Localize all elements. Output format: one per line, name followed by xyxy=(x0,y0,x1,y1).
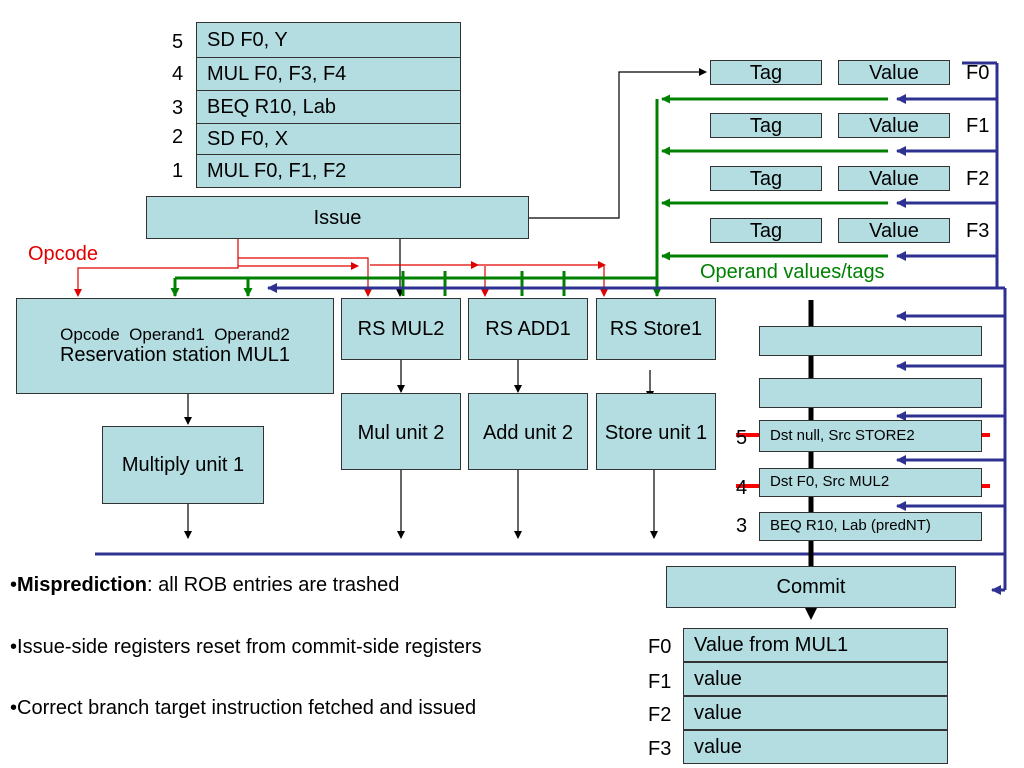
queue-entry: BEQ R10, Lab xyxy=(196,90,461,124)
queue-entry: MUL F0, F3, F4 xyxy=(196,57,461,91)
rob-entry: Dst F0, Src MUL2 xyxy=(759,468,982,497)
queue-entry: SD F0, X xyxy=(196,123,461,155)
opcode-lines xyxy=(74,238,608,297)
queue-num: 4 xyxy=(172,63,184,85)
commit-reg-name: F3 xyxy=(648,738,672,760)
rob-num: 5 xyxy=(736,427,748,449)
multiply-unit-1: Multiply unit 1 xyxy=(102,426,264,504)
queue-num: 3 xyxy=(172,97,184,119)
queue-num: 5 xyxy=(172,31,184,53)
commit-reg-value: value xyxy=(683,730,948,764)
register-name: F3 xyxy=(966,220,990,242)
operand-bus xyxy=(170,94,888,297)
commit-arrow xyxy=(805,608,817,620)
queue-entry: MUL F0, F1, F2 xyxy=(196,154,461,188)
tag-cell: Tag xyxy=(710,218,822,243)
commit-reg-name: F2 xyxy=(648,704,672,726)
rob-entry xyxy=(759,378,982,408)
bullet-reset: •Issue-side registers reset from commit-… xyxy=(10,636,482,658)
rs-store1: RS Store1 xyxy=(596,298,716,360)
result-bus xyxy=(95,61,1007,595)
commit-unit: Commit xyxy=(666,566,956,608)
rob-entry xyxy=(759,326,982,356)
value-cell: Value xyxy=(838,218,950,243)
register-name: F2 xyxy=(966,168,990,190)
commit-reg-name: F0 xyxy=(648,636,672,658)
value-cell: Value xyxy=(838,60,950,85)
bullet-text: : all ROB entries are trashed xyxy=(147,574,400,596)
opcode-label: Opcode xyxy=(28,243,99,265)
bullet-text: Correct branch target instruction fetche… xyxy=(17,697,477,719)
mul-unit-2: Mul unit 2 xyxy=(341,393,461,470)
value-cell: Value xyxy=(838,166,950,191)
bullet-misprediction: •Misprediction: all ROB entries are tras… xyxy=(10,574,400,596)
bullet-refetch: •Correct branch target instruction fetch… xyxy=(10,697,477,719)
queue-num: 2 xyxy=(172,126,184,148)
register-name: F0 xyxy=(966,62,990,84)
tag-cell: Tag xyxy=(710,166,822,191)
tag-cell: Tag xyxy=(710,113,822,138)
value-cell: Value xyxy=(838,113,950,138)
operand-caption: Operand values/tags xyxy=(700,261,885,283)
rs-mul2: RS MUL2 xyxy=(341,298,461,360)
rob-entry: BEQ R10, Lab (predNT) xyxy=(759,512,982,541)
queue-entry: SD F0, Y xyxy=(196,22,461,58)
rs-mul1-fields: Opcode Operand1 Operand2 xyxy=(60,324,290,344)
commit-reg-value: value xyxy=(683,696,948,730)
tag-cell: Tag xyxy=(710,60,822,85)
add-unit-2: Add unit 2 xyxy=(468,393,588,470)
rs-mul1: Opcode Operand1 Operand2 Reservation sta… xyxy=(16,298,334,394)
rob-num: 4 xyxy=(736,477,748,499)
rob-num: 3 xyxy=(736,515,748,537)
issue-wires xyxy=(184,68,707,539)
rs-mul1-name: Reservation station MUL1 xyxy=(59,344,291,367)
commit-reg-name: F1 xyxy=(648,671,672,693)
register-name: F1 xyxy=(966,115,990,137)
bullet-bold: Misprediction xyxy=(17,574,148,596)
queue-num: 1 xyxy=(172,160,184,182)
commit-reg-value: value xyxy=(683,662,948,696)
store-unit-1: Store unit 1 xyxy=(596,393,716,470)
rs-add1: RS ADD1 xyxy=(468,298,588,360)
rob-entry: Dst null, Src STORE2 xyxy=(759,420,982,452)
issue-unit: Issue xyxy=(146,196,529,239)
bullet-text: Issue-side registers reset from commit-s… xyxy=(17,636,482,658)
commit-reg-value: Value from MUL1 xyxy=(683,628,948,662)
